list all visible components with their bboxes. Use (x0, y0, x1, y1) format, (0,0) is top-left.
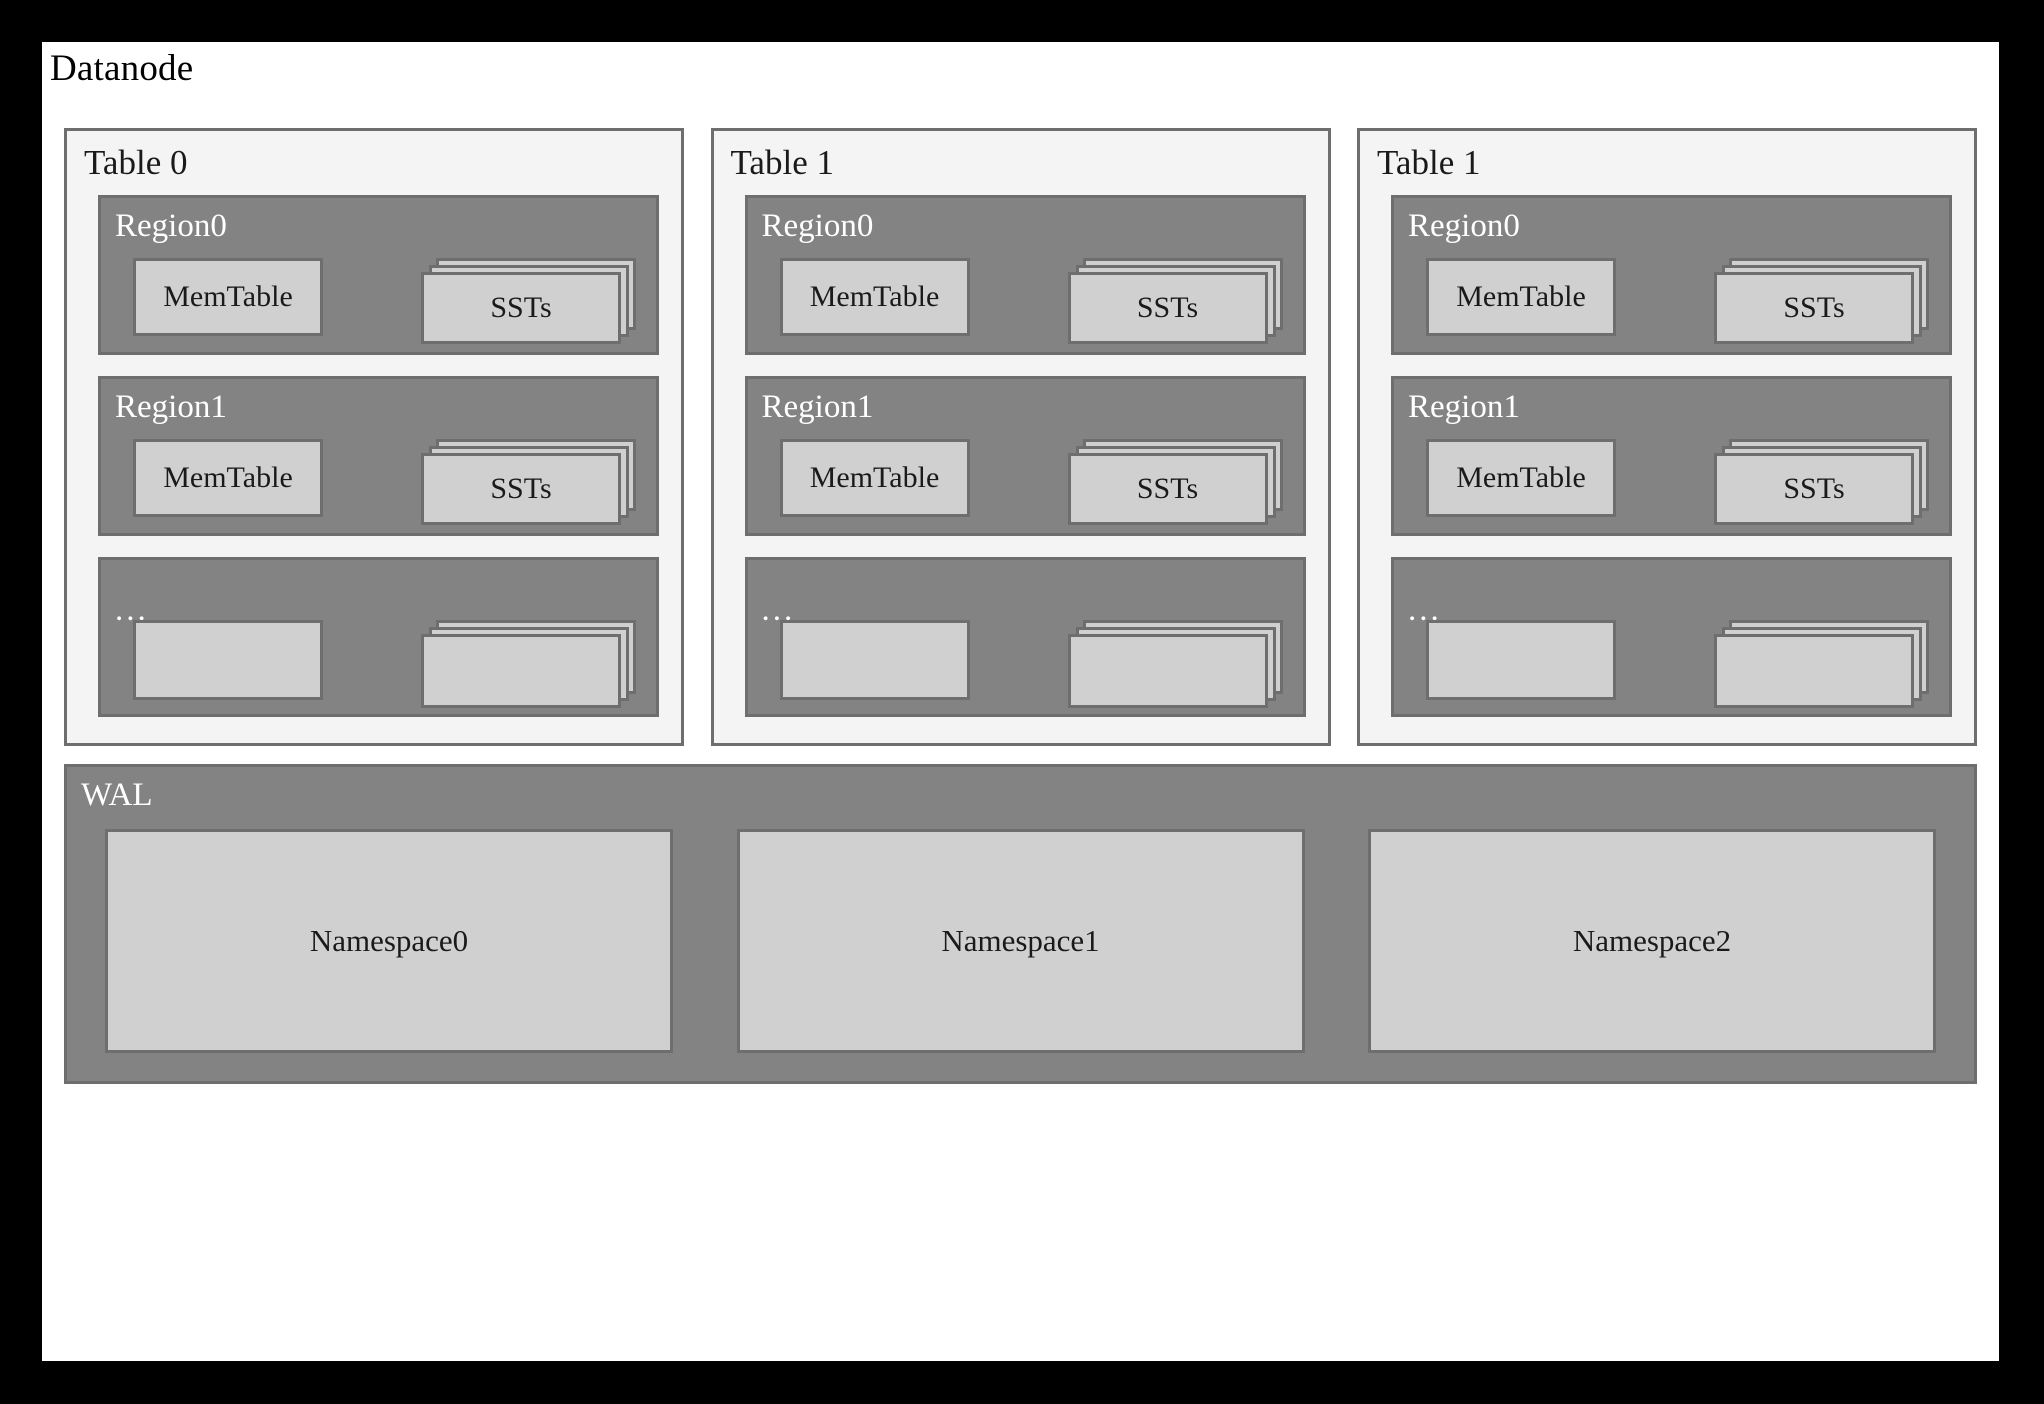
regions-stack: Region0 MemTable SSTs Region1 MemTable (1391, 195, 1952, 717)
sst-layer-front: SSTs (1067, 453, 1268, 525)
ssts-stack[interactable]: SSTs (421, 439, 636, 525)
sst-layer-front (1714, 634, 1914, 708)
region-label: Region0 (1408, 208, 1520, 244)
sst-layer-front: SSTs (1067, 272, 1268, 344)
ssts-stack[interactable]: SSTs (1714, 258, 1929, 344)
region-contents: MemTable SSTs (133, 439, 642, 525)
regions-stack: Region0 MemTable SSTs Region1 MemTable (98, 195, 659, 717)
region-box[interactable]: Region0 MemTable SSTs (98, 195, 659, 355)
region-label: Region1 (1408, 389, 1520, 425)
table-panel-0[interactable]: Table 0 Region0 MemTable SSTs Region1 (64, 128, 684, 746)
namespace-box[interactable]: Namespace1 (736, 829, 1305, 1053)
sst-layer-front: SSTs (421, 272, 621, 344)
region-label: Region0 (761, 208, 874, 244)
memtable-box[interactable]: MemTable (133, 258, 323, 336)
regions-stack: Region0 MemTable SSTs Region1 MemTable (744, 195, 1306, 717)
region-label: Region1 (115, 389, 227, 425)
sst-layer-front (1067, 634, 1268, 708)
region-label: Region0 (115, 208, 227, 244)
table-title: Table 0 (84, 143, 188, 182)
sst-layer-front: SSTs (1714, 272, 1914, 344)
region-contents: MemTable SSTs (1426, 439, 1935, 525)
region-box[interactable]: Region1 MemTable SSTs (744, 376, 1306, 536)
region-box-ellipsis[interactable]: ... (1391, 557, 1952, 717)
namespace-box[interactable]: Namespace0 (105, 829, 673, 1053)
region-box-ellipsis[interactable]: ... (98, 557, 659, 717)
wal-namespaces: Namespace0 Namespace1 Namespace2 (105, 829, 1936, 1053)
tables-row: Table 0 Region0 MemTable SSTs Region1 (64, 128, 1977, 746)
region-contents: MemTable SSTs (1426, 258, 1935, 344)
ssts-stack[interactable]: SSTs (1067, 439, 1283, 525)
sst-layer-front: SSTs (1714, 453, 1914, 525)
region-contents: MemTable SSTs (779, 258, 1289, 344)
ssts-stack[interactable] (421, 620, 636, 708)
memtable-box[interactable]: MemTable (133, 439, 323, 517)
memtable-box[interactable]: MemTable (779, 258, 970, 336)
region-contents: MemTable SSTs (133, 258, 642, 344)
table-panel-2[interactable]: Table 1 Region0 MemTable SSTs Region1 (1357, 128, 1977, 746)
region-box[interactable]: Region1 MemTable SSTs (1391, 376, 1952, 536)
memtable-box[interactable]: MemTable (779, 439, 970, 517)
region-contents (779, 620, 1289, 708)
region-contents (1426, 620, 1935, 708)
datanode-canvas: Datanode Table 0 Region0 MemTable SSTs (42, 42, 1999, 1361)
wal-label: WAL (81, 777, 153, 813)
region-contents: MemTable SSTs (779, 439, 1289, 525)
ssts-stack[interactable] (1067, 620, 1283, 708)
memtable-box[interactable] (779, 620, 970, 700)
memtable-box[interactable] (1426, 620, 1616, 700)
memtable-box[interactable] (133, 620, 323, 700)
ssts-stack[interactable]: SSTs (421, 258, 636, 344)
region-box[interactable]: Region1 MemTable SSTs (98, 376, 659, 536)
table-title: Table 1 (730, 143, 834, 182)
memtable-box[interactable]: MemTable (1426, 439, 1616, 517)
region-box[interactable]: Region0 MemTable SSTs (744, 195, 1306, 355)
namespace-box[interactable]: Namespace2 (1368, 829, 1936, 1053)
wal-section[interactable]: WAL Namespace0 Namespace1 Namespace2 (64, 764, 1977, 1084)
sst-layer-front (421, 634, 621, 708)
region-contents (133, 620, 642, 708)
table-panel-1[interactable]: Table 1 Region0 MemTable SSTs Region1 (710, 128, 1331, 746)
table-title: Table 1 (1377, 143, 1481, 182)
ssts-stack[interactable]: SSTs (1714, 439, 1929, 525)
region-box[interactable]: Region0 MemTable SSTs (1391, 195, 1952, 355)
sst-layer-front: SSTs (421, 453, 621, 525)
ssts-stack[interactable]: SSTs (1067, 258, 1283, 344)
ssts-stack[interactable] (1714, 620, 1929, 708)
memtable-box[interactable]: MemTable (1426, 258, 1616, 336)
region-label: Region1 (761, 389, 874, 425)
region-box-ellipsis[interactable]: ... (744, 557, 1306, 717)
page-title: Datanode (50, 48, 194, 89)
